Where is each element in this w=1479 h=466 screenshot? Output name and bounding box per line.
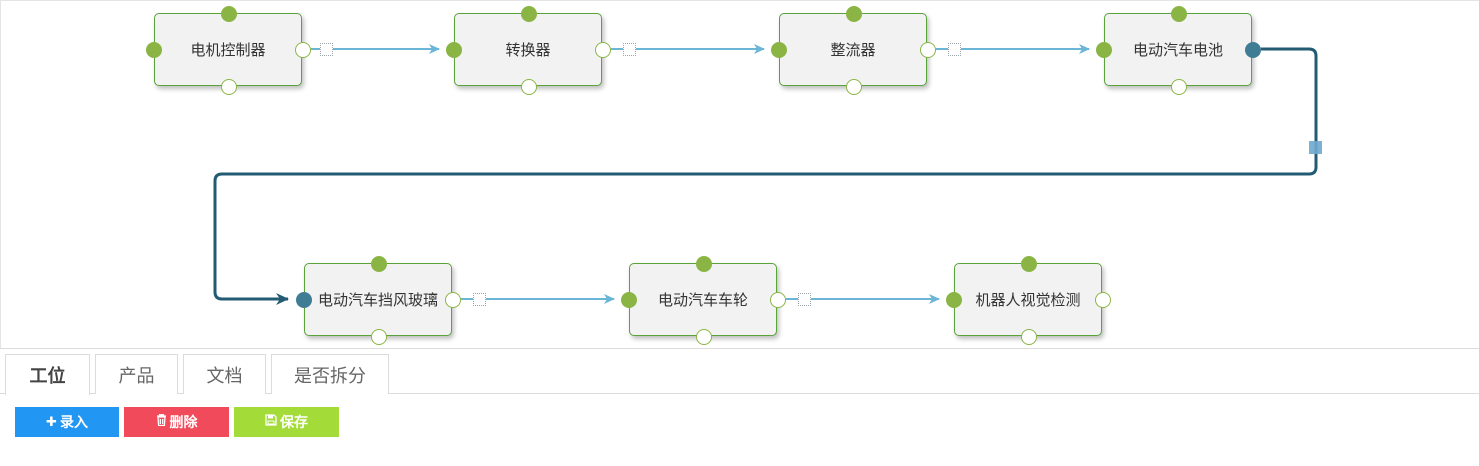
port-top[interactable]: [221, 6, 237, 22]
tab-label: 文档: [206, 365, 243, 387]
port-right-selected[interactable]: [1245, 42, 1261, 58]
connectors-layer: [213, 44, 1318, 305]
save-button[interactable]: 保存: [234, 407, 339, 437]
connector-handle[interactable]: [320, 43, 333, 56]
node-label: 电动汽车车轮: [657, 291, 748, 309]
port-top[interactable]: [696, 256, 712, 272]
port-right[interactable]: [1095, 292, 1111, 308]
port-left[interactable]: [621, 292, 637, 308]
save-button-label: 保存: [280, 415, 308, 431]
connector-n4-n5[interactable]: [213, 47, 1318, 305]
delete-button[interactable]: 删除: [124, 407, 229, 437]
port-bottom[interactable]: [696, 329, 712, 345]
flow-node[interactable]: 机器人视觉检测: [946, 256, 1111, 345]
tab-split[interactable]: 是否拆分: [271, 354, 389, 394]
flow-node[interactable]: 电动汽车车轮: [621, 256, 786, 345]
port-top[interactable]: [846, 6, 862, 22]
port-top[interactable]: [1021, 256, 1037, 272]
connector-handle[interactable]: [798, 293, 811, 306]
tab-label: 工位: [29, 366, 66, 387]
floppy-icon: [265, 414, 277, 430]
port-right[interactable]: [920, 42, 936, 58]
tab-workstation[interactable]: 工位: [5, 354, 90, 395]
flow-node[interactable]: 电动汽车挡风玻璃: [296, 256, 461, 345]
flow-node[interactable]: 转换器: [446, 6, 611, 95]
flow-node[interactable]: 整流器: [771, 6, 936, 95]
tab-label: 产品: [118, 365, 155, 387]
flow-node[interactable]: 电机控制器: [146, 6, 311, 95]
port-left[interactable]: [1096, 42, 1112, 58]
port-bottom[interactable]: [371, 329, 387, 345]
node-label: 转换器: [505, 41, 551, 59]
delete-button-label: 删除: [169, 415, 198, 431]
port-top[interactable]: [521, 6, 537, 22]
node-label: 电动汽车挡风玻璃: [317, 291, 438, 309]
add-button-label: 录入: [59, 415, 88, 431]
port-left[interactable]: [946, 292, 962, 308]
port-bottom[interactable]: [846, 79, 862, 95]
port-top[interactable]: [371, 256, 387, 272]
port-right[interactable]: [445, 292, 461, 308]
connector-handle[interactable]: [473, 293, 486, 306]
node-label: 机器人视觉检测: [975, 291, 1081, 309]
trash-icon: [156, 414, 167, 430]
node-label: 电动汽车电池: [1132, 41, 1223, 59]
node-label: 整流器: [830, 41, 876, 59]
node-label: 电机控制器: [190, 41, 266, 59]
port-right[interactable]: [595, 42, 611, 58]
connector-handle[interactable]: [623, 43, 636, 56]
port-left[interactable]: [446, 42, 462, 58]
plus-icon: ✚: [46, 414, 57, 430]
tab-product[interactable]: 产品: [95, 354, 178, 394]
connector-handle-selected[interactable]: [1309, 141, 1322, 154]
port-bottom[interactable]: [521, 79, 537, 95]
port-left[interactable]: [146, 42, 162, 58]
tab-bar: 工位 产品 文档 是否拆分: [0, 348, 1479, 395]
port-right[interactable]: [770, 292, 786, 308]
port-bottom[interactable]: [1021, 329, 1037, 345]
connector-handle[interactable]: [948, 43, 961, 56]
tab-label: 是否拆分: [294, 365, 366, 387]
port-top[interactable]: [1171, 6, 1187, 22]
flow-node[interactable]: 电动汽车电池: [1096, 6, 1261, 95]
flow-canvas[interactable]: 电机控制器 转换器 整流器 电动汽车电池 电动汽车挡风玻璃 电动汽车车轮: [0, 0, 1479, 348]
port-bottom[interactable]: [221, 79, 237, 95]
port-left[interactable]: [771, 42, 787, 58]
add-button[interactable]: ✚ 录入: [15, 407, 119, 437]
port-left-selected[interactable]: [296, 292, 312, 308]
port-right[interactable]: [295, 42, 311, 58]
tab-document[interactable]: 文档: [183, 354, 266, 394]
port-bottom[interactable]: [1171, 79, 1187, 95]
